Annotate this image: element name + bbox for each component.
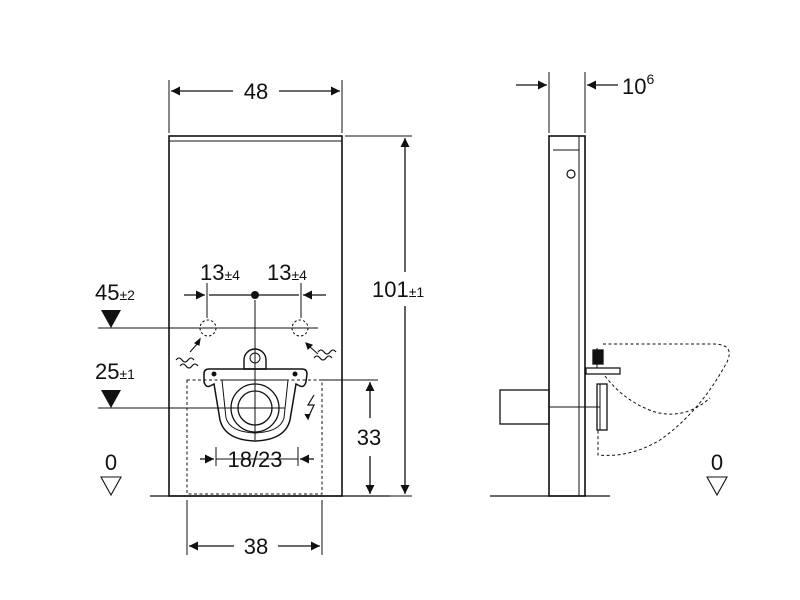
dim-depth-superscript: 6 [646,71,654,87]
side-valve [592,349,604,365]
level-marker-25 [101,390,121,408]
floor-level-side-label: 0 [711,450,723,475]
dim-offset-right-value: 13 [267,260,291,285]
dim-offset-right-label: 13±4 [267,260,307,285]
dim-depth-value: 10 [622,74,646,99]
flush-connector [243,348,267,370]
floor-level-front-label: 0 [105,450,117,475]
bolt-left [211,371,217,377]
base-width-label: 38 [244,534,268,559]
dim-offset-left-value: 13 [200,260,224,285]
dim-width-label: 48 [244,79,268,104]
front-view [98,80,412,555]
side-panel-outline [548,135,586,497]
dim-offset-left-label: 13±4 [200,260,240,285]
drain-height-value: 25 [95,359,119,384]
side-actuator [566,169,576,179]
bolt-height-label: 33 [357,425,381,450]
supply-height-value: 45 [95,280,119,305]
dim-offset-left-tolerance: ±4 [224,267,240,283]
dim-depth-label: 106 [622,71,654,99]
floor-marker-front [100,476,122,497]
water-connection-right [291,319,309,337]
side-view [490,72,730,497]
electric-connection-icon [304,394,315,421]
water-supply-arrow-right [305,342,337,361]
dim-offset-right-tolerance: ±4 [291,267,307,283]
side-toilet-dashed [597,343,730,456]
dim-height-tolerance: ±1 [409,284,425,300]
drain-height-tolerance: ±1 [119,366,135,382]
water-supply-arrow-left [175,337,201,369]
dim-height-value: 101 [372,277,409,302]
front-panel-outline [168,135,343,497]
supply-height-label: 45±2 [95,280,135,305]
drain-inner [237,390,273,426]
toilet-bowl-outline [203,368,308,442]
drain-outer [230,383,280,433]
centre-point [251,291,259,299]
bolt-spacing-label: 18/23 [227,447,282,472]
floor-marker-side [706,476,728,497]
bolt-right [292,371,298,377]
side-drain-pipe [499,389,550,425]
water-connection-left [199,319,217,337]
level-marker-45 [101,310,121,328]
side-fitting [596,383,608,431]
supply-height-tolerance: ±2 [119,287,135,303]
dim-height-label: 101±1 [372,277,424,302]
drain-height-label: 25±1 [95,359,135,384]
